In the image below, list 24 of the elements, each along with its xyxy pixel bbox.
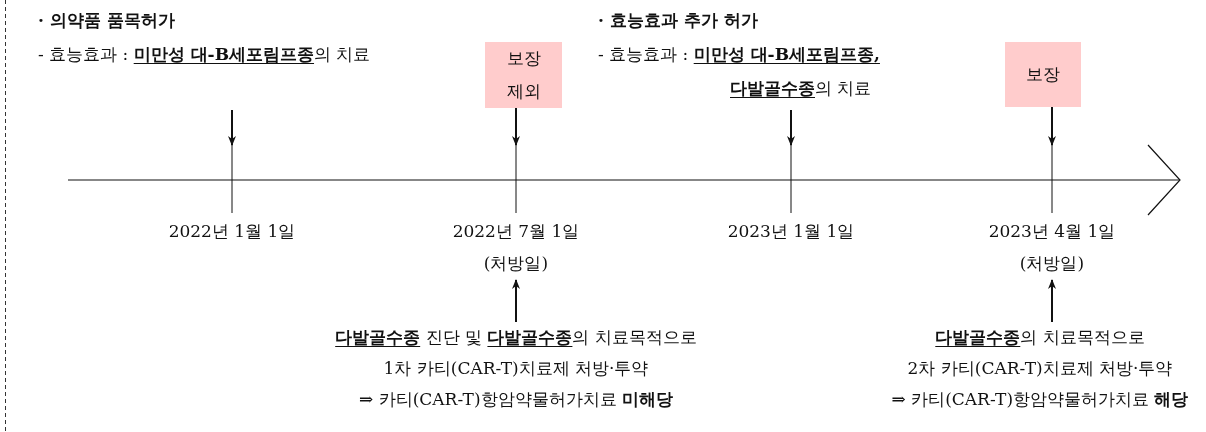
date-label: 2022년 1월 1일 [167, 220, 297, 243]
coverage-tag: 보장 제외 [485, 42, 562, 108]
arrow [512, 107, 520, 146]
date-label: 2023년 4월 1일 [987, 220, 1117, 243]
arrow [787, 109, 795, 146]
note-text: ⇒ 카티(CAR-T)항암약물허가치료 해당 [890, 388, 1190, 411]
note-text: ⇒ 카티(CAR-T)항암약물허가치료 미해당 [358, 388, 674, 411]
arrow [1048, 106, 1056, 146]
heading-text: · 의약품 품목허가 [38, 9, 176, 32]
note-text: 다발골수종의 치료목적으로 [934, 326, 1146, 349]
date-label: 2022년 7월 1일 [451, 220, 581, 243]
heading-text: · 효능효과 추가 허가 [598, 9, 759, 32]
date-label: 2023년 1월 1일 [726, 220, 856, 243]
note-text: 다발골수종 진단 및 다발골수종의 치료목적으로 [334, 326, 698, 349]
arrow [228, 109, 236, 146]
coverage-tag: 보장 [1005, 42, 1081, 107]
note-text: - 효능효과 : 미만성 대-B세포림프종의 치료 [38, 43, 372, 66]
date-note: (처방일) [1018, 252, 1086, 275]
arrow [512, 279, 520, 323]
arrow [1048, 279, 1056, 323]
note-text: - 효능효과 : 미만성 대-B세포림프종, 다발골수종의 치료 [598, 43, 881, 100]
date-note: (처방일) [482, 252, 550, 275]
note-text: 2차 카티(CAR-T)치료제 처방·투약 [906, 357, 1174, 380]
note-text: 1차 카티(CAR-T)치료제 처방·투약 [382, 357, 650, 380]
